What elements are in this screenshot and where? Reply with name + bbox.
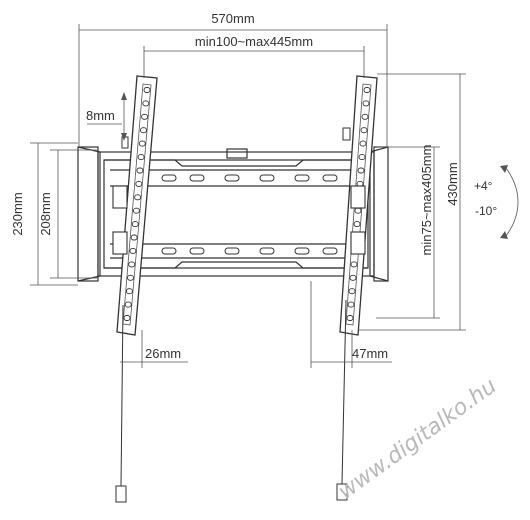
mounting-hole [347, 301, 355, 308]
mounting-hole [134, 194, 142, 201]
mounting-hole [142, 100, 150, 107]
mounting-hole [135, 180, 143, 187]
plate-height-inner-label: 208mm [38, 192, 53, 235]
arm-length-label: 430mm [445, 162, 460, 205]
mounting-hole [357, 167, 365, 174]
mounting-hole [358, 154, 366, 161]
vesa-height-label: min75~max405mm [419, 145, 434, 256]
vesa-width-label: min100~max445mm [195, 34, 313, 49]
mounting-hole [138, 140, 146, 147]
rail-slots [161, 174, 338, 255]
mounting-hole [360, 127, 368, 134]
mounting-hole [140, 127, 147, 134]
tilt-down-label: -10° [475, 204, 497, 218]
left-arm [112, 75, 158, 336]
mounting-hole [132, 207, 140, 214]
mounting-hole [128, 261, 136, 268]
mounting-hole [362, 100, 370, 107]
left-arm-holes [123, 87, 151, 321]
mounting-hole [127, 274, 134, 281]
mounting-hole [350, 261, 358, 268]
right-cord-handle [336, 483, 348, 501]
right-arm-holes [346, 87, 371, 321]
tilt-up-label: +4° [474, 179, 493, 193]
mounting-hole [129, 247, 137, 254]
pull-cords [115, 299, 348, 503]
mounting-hole [359, 140, 367, 147]
mounting-hole [346, 315, 354, 321]
wall-plate [77, 146, 389, 282]
adjust-height-label: 8mm [86, 108, 115, 123]
depth-label: 47mm [352, 346, 388, 361]
mounting-hole [130, 234, 138, 241]
mounting-hole [348, 288, 356, 295]
mounting-hole [136, 167, 144, 174]
overall-width-label: 570mm [211, 11, 254, 26]
mounting-hole [353, 221, 361, 228]
mounting-hole [143, 87, 151, 93]
right-arm [339, 75, 378, 336]
mounting-hole [125, 288, 133, 295]
plate-height-outer-label: 230mm [10, 192, 25, 235]
mounting-hole [361, 113, 369, 120]
watermark: www.digitalko.hu [334, 374, 502, 505]
arrow-heads [121, 92, 508, 239]
mounting-hole [137, 154, 145, 161]
left-cord-handle [115, 485, 127, 503]
dimension-lines [30, 24, 519, 368]
mounting-hole [141, 113, 149, 120]
mounting-hole [123, 315, 131, 321]
mounting-hole [349, 274, 357, 281]
mounting-hole [131, 221, 139, 228]
mounting-hole [363, 87, 371, 93]
mounting-hole [124, 301, 132, 308]
wall-gap-label: 26mm [145, 346, 181, 361]
